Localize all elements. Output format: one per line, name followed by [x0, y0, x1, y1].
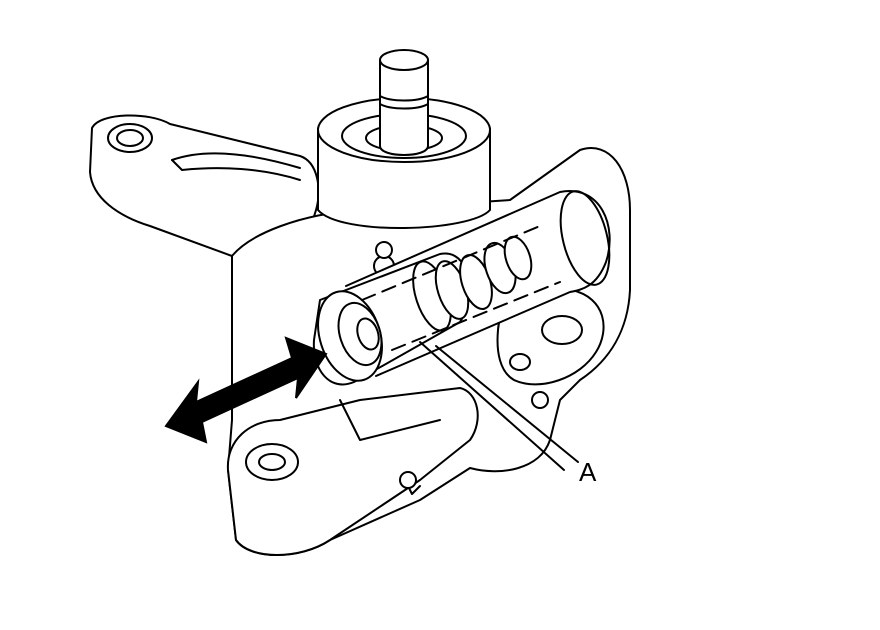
lower-mount-foot — [226, 387, 479, 556]
drive-shaft — [379, 59, 429, 156]
valve-bore-end — [559, 190, 611, 286]
outlet-port — [541, 315, 583, 345]
double-arrow-icon — [164, 336, 328, 444]
flow-control-valve — [312, 225, 561, 386]
callout-leader-a — [435, 345, 579, 463]
callout-label-a: A — [579, 457, 597, 487]
